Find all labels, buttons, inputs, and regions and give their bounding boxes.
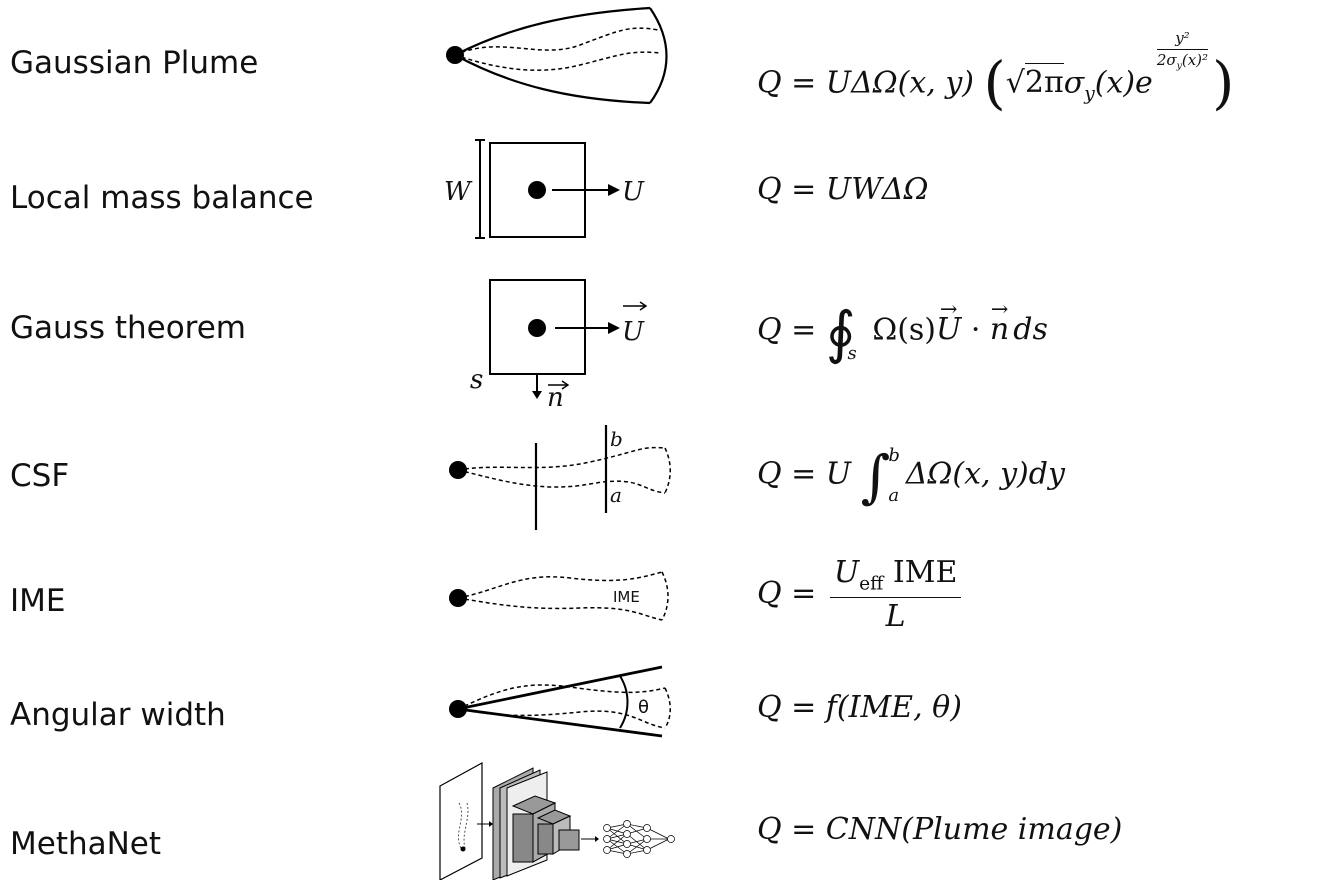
gauss-box-icon: U s n: [470, 279, 648, 413]
row-label-csf: CSF: [10, 458, 70, 494]
velocity-vector-label: U: [622, 317, 645, 347]
angle-theta-label: θ: [638, 697, 649, 718]
cross-section-flux-icon: b a: [449, 425, 671, 530]
csf-bound-a: a: [610, 483, 622, 507]
normal-vector-label: n: [547, 383, 564, 413]
csf-bound-b: b: [610, 427, 623, 451]
surface-label-s: s: [470, 365, 483, 395]
equation-local-mass-balance: Q = UWΔΩ: [757, 172, 929, 207]
equation-angular-width: Q = f(IME, θ): [757, 690, 962, 725]
row-label-gaussian-plume: Gaussian Plume: [10, 45, 259, 81]
gaussian-plume-icon: [446, 6, 668, 105]
ime-plume-icon: IME: [449, 571, 669, 621]
equation-gauss-theorem: Q = ∮s Ω(s)U · nds: [757, 297, 1048, 366]
mass-balance-box-icon: W U: [444, 139, 645, 239]
ime-inline-label: IME: [613, 588, 640, 606]
width-label-w: W: [444, 177, 473, 207]
row-label-angular-width: Angular width: [10, 697, 226, 733]
wind-label-u: U: [622, 177, 645, 207]
row-label-local-mass-balance: Local mass balance: [10, 180, 314, 216]
row-label-gauss-theorem: Gauss theorem: [10, 310, 246, 346]
angular-cone-icon: θ: [449, 665, 671, 738]
cnn-network-icon: [439, 761, 675, 880]
row-label-methanet: MethaNet: [10, 826, 162, 862]
row-label-ime: IME: [10, 583, 66, 619]
equation-methanet: Q = CNN(Plume image): [757, 812, 1123, 847]
